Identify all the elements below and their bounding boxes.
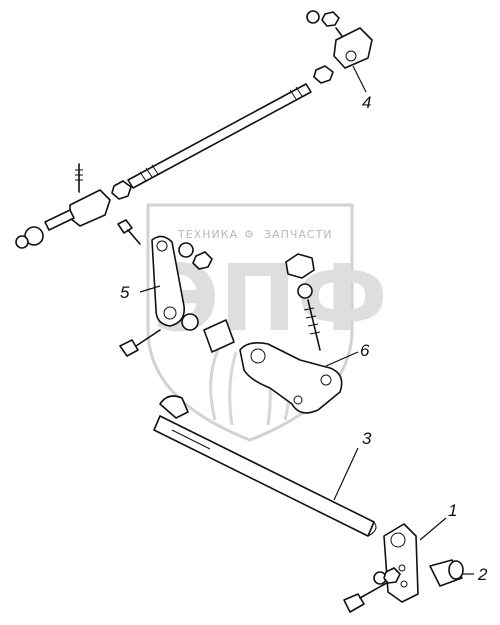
watermark-gear-icon: ⚙ (244, 228, 255, 241)
upper-threaded-rod (127, 83, 312, 189)
left-end-washer (15, 235, 29, 249)
callout-1: 1 (448, 501, 457, 520)
left-rod-end-assembly (15, 163, 132, 249)
lever-5 (151, 235, 213, 327)
lever-upper-bolt (117, 219, 141, 245)
lever-arm (151, 235, 186, 327)
lever-lower-bolt (119, 329, 161, 357)
shaft-lever-1 (383, 523, 419, 603)
watermark-brand-left: ТЕХНИКА (177, 228, 238, 241)
lever-top-nut (192, 251, 213, 270)
lever-top-washer (178, 242, 194, 258)
long-shaft-3 (153, 395, 377, 537)
leader-5 (139, 285, 161, 293)
center-stud (303, 299, 321, 351)
bottom-bolt-assembly (343, 567, 401, 613)
left-rod-end-body (69, 189, 111, 227)
leader-6 (325, 351, 359, 367)
lever-bottom-eye (163, 306, 177, 320)
middle-bushing (203, 319, 235, 353)
callout-4: 4 (362, 93, 371, 112)
leader-4 (352, 65, 367, 93)
bracket-6 (239, 342, 343, 414)
left-rod-nut (111, 180, 132, 200)
left-spring (44, 209, 75, 231)
center-washer (297, 283, 313, 299)
rod-end-block (333, 27, 373, 69)
shaft-keyway (171, 429, 211, 450)
leader-3 (333, 447, 359, 501)
bottom-bolt-head (343, 593, 365, 613)
watermark-letters: ЭПФ (152, 245, 388, 352)
middle-washer (181, 313, 199, 331)
callout-6: 6 (360, 341, 370, 360)
shaft-bend (159, 395, 189, 419)
shaft-lever-hole-2 (400, 580, 408, 588)
callout-3: 3 (362, 429, 372, 448)
rod-lock-nut (313, 65, 334, 84)
watermark-brand-right: ЗАПЧАСТИ (264, 228, 333, 241)
top-washer (306, 10, 320, 24)
bushing-2 (429, 559, 464, 587)
shaft-lever-hole-1 (398, 564, 406, 572)
bushing-end (448, 560, 464, 580)
bottom-nut (383, 567, 401, 584)
leader-1 (419, 517, 447, 541)
shaft-end (367, 521, 377, 537)
center-top-nut (285, 253, 315, 279)
lever-top-eye (156, 240, 168, 252)
bracket-hole-bottom (293, 395, 303, 405)
rod-end-stud (335, 27, 343, 37)
rod-end-assembly-4 (306, 10, 373, 69)
rod-end-hole (345, 50, 357, 62)
bracket-body (239, 342, 343, 414)
bottom-bolt-shank (359, 579, 393, 599)
shaft-lever-bore (390, 532, 406, 548)
callout-2: 2 (477, 565, 488, 584)
shaft-lever-body (383, 523, 419, 603)
bracket-boss-hole (250, 348, 266, 364)
vertical-pin-thread (75, 169, 83, 181)
top-nut (321, 11, 340, 27)
callout-5: 5 (120, 283, 130, 302)
bracket-hole-right (320, 374, 332, 386)
leader-lines (139, 65, 474, 575)
